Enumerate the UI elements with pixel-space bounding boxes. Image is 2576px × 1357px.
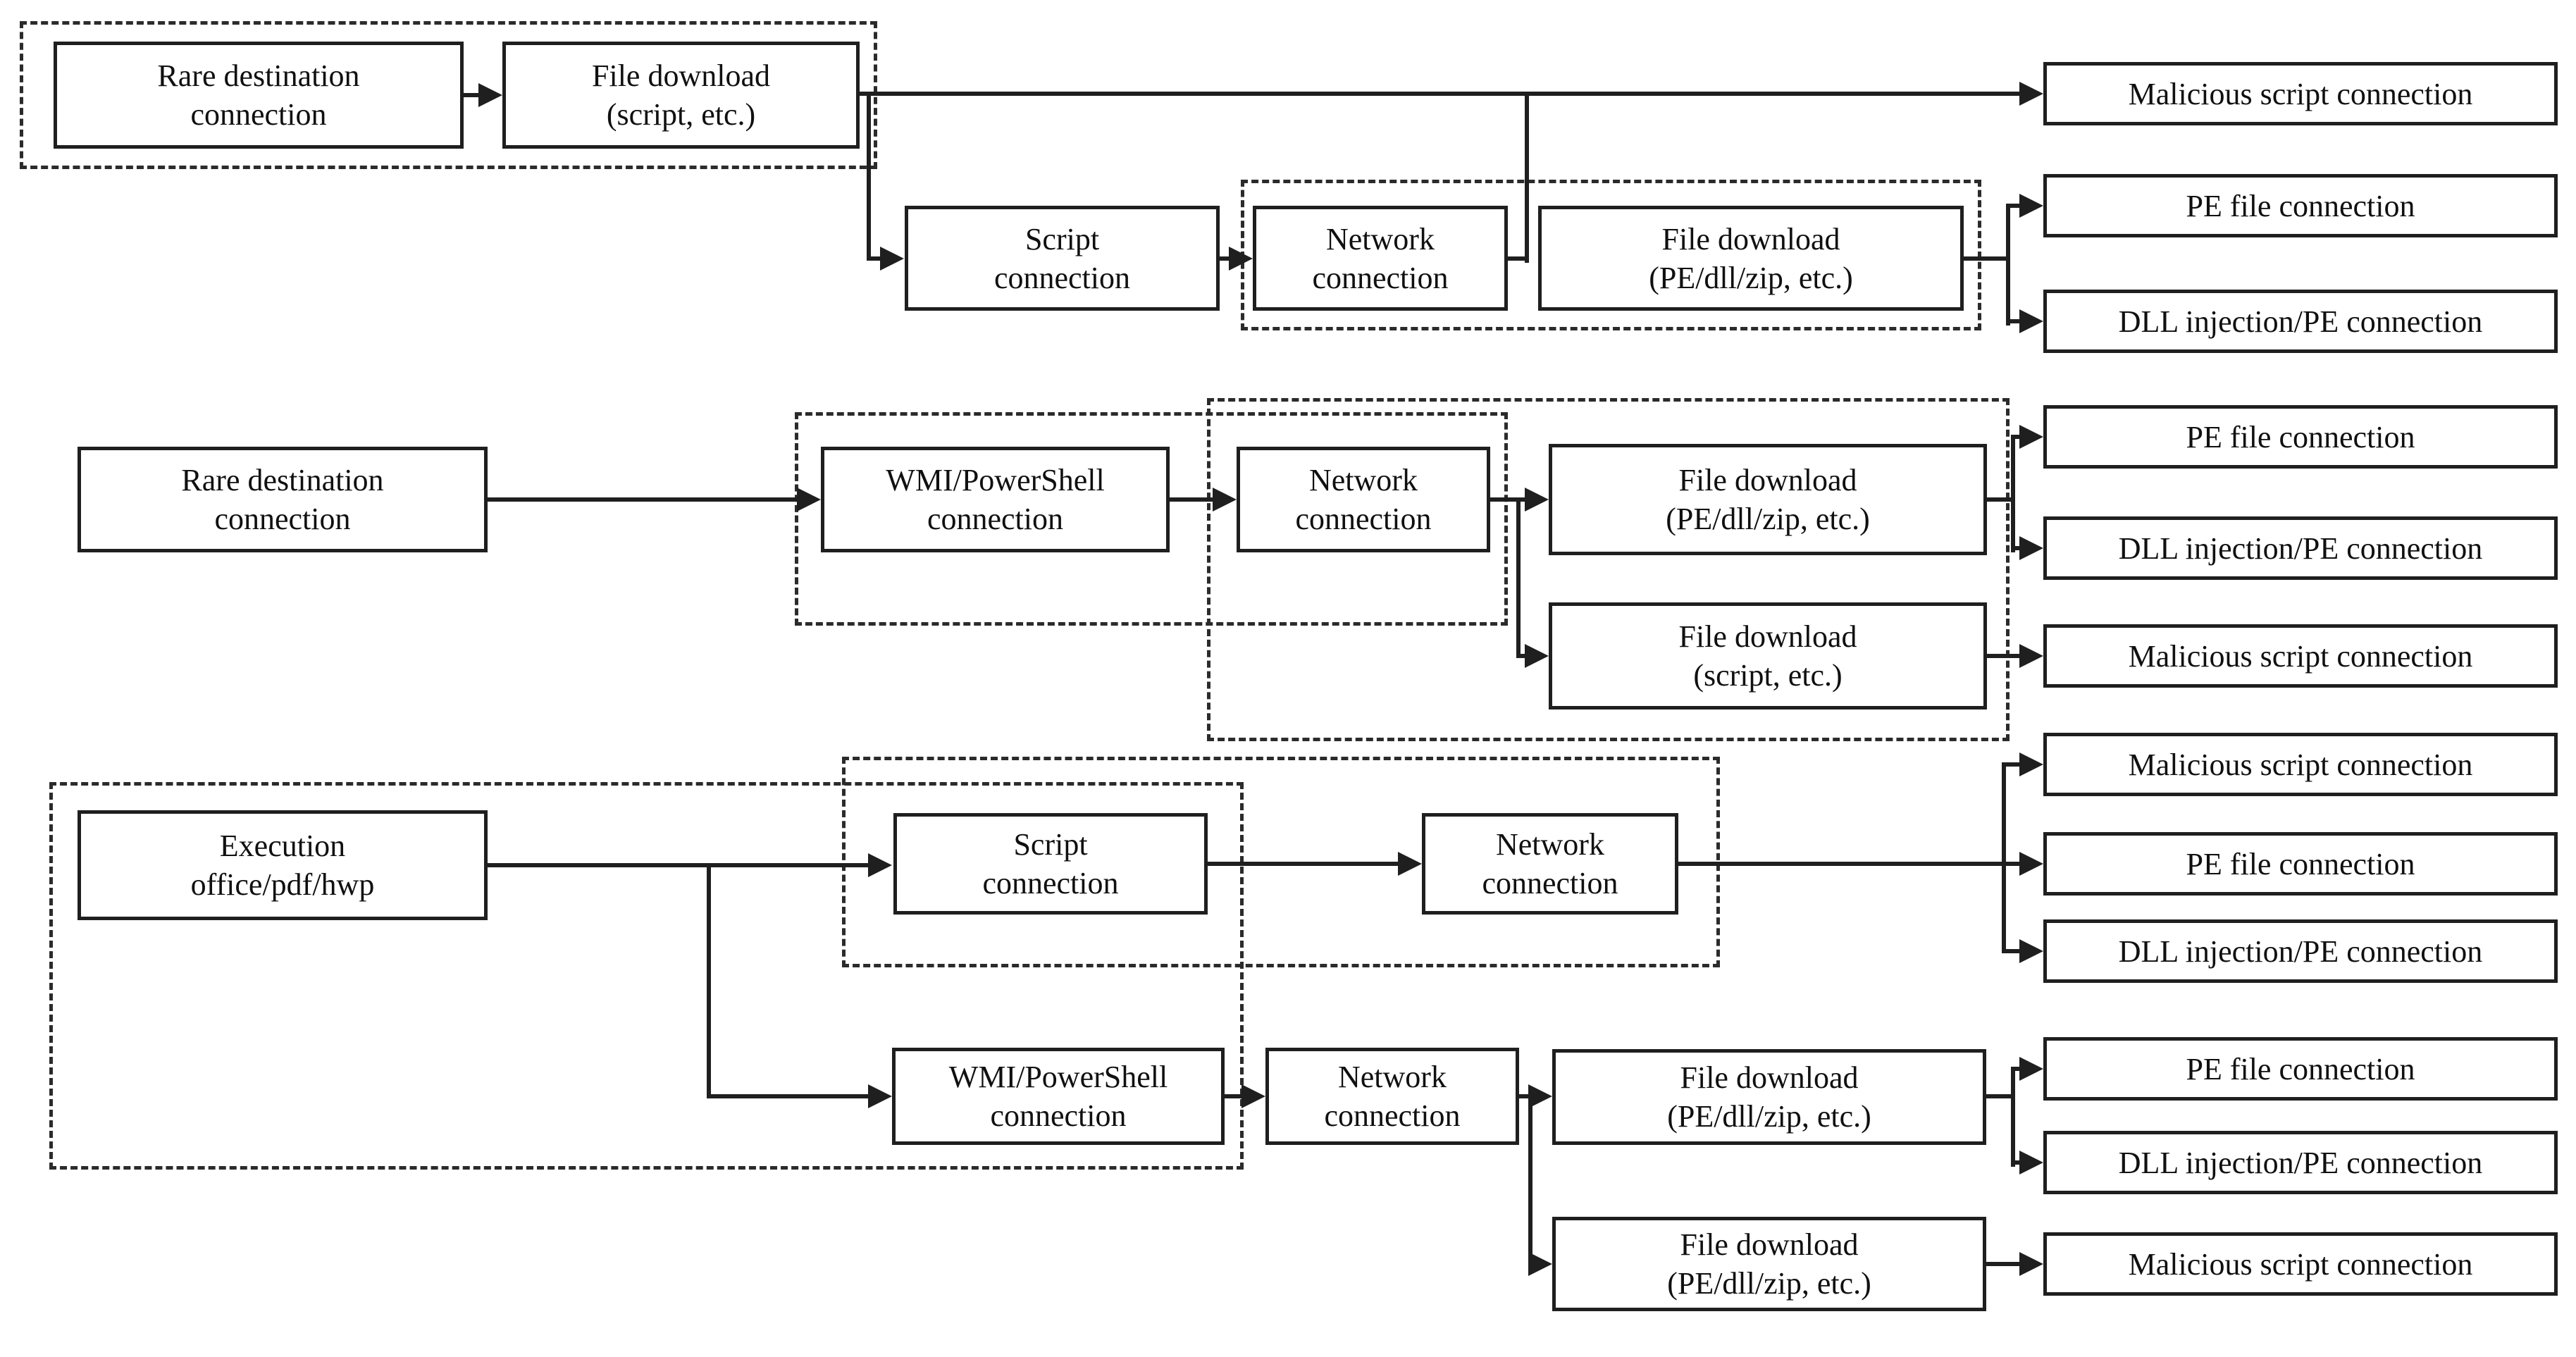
arrowhead-icon bbox=[880, 247, 904, 271]
node-malicious-script-connection-4: Malicious script connection bbox=[2043, 1232, 2558, 1296]
arrowhead-icon bbox=[868, 1084, 892, 1108]
node-dll-injection-pe-connection-4: DLL injection/PE connection bbox=[2043, 1131, 2558, 1194]
connector-line bbox=[2015, 546, 2019, 550]
node-pe-file-connection-1: PE file connection bbox=[2043, 174, 2558, 237]
node-wmi-powershell-connection-1: WMI/PowerShell connection bbox=[821, 447, 1170, 552]
node-network-connection-2: Network connection bbox=[1237, 447, 1490, 552]
node-dll-injection-pe-connection-2: DLL injection/PE connection bbox=[2043, 516, 2558, 580]
node-execution-office-pdf-hwp: Execution office/pdf/hwp bbox=[78, 810, 488, 920]
node-malicious-script-connection-1: Malicious script connection bbox=[2043, 62, 2558, 125]
node-script-connection-2: Script connection bbox=[893, 813, 1208, 915]
node-file-download-pe-2: File download (PE/dll/zip, etc.) bbox=[1549, 444, 1987, 555]
connector-line bbox=[2006, 762, 2019, 767]
connector-line bbox=[1508, 256, 1529, 261]
arrowhead-icon bbox=[1241, 1084, 1265, 1108]
arrowhead-icon bbox=[1528, 1252, 1552, 1276]
arrowhead-icon bbox=[2019, 536, 2043, 560]
connector-line bbox=[1964, 256, 2006, 261]
connector-line bbox=[2010, 319, 2019, 323]
connector-line bbox=[1220, 256, 1229, 261]
connector-line bbox=[488, 863, 868, 867]
node-pe-file-connection-4: PE file connection bbox=[2043, 1037, 2558, 1101]
connector-line bbox=[860, 92, 2019, 96]
arrowhead-icon bbox=[2019, 1252, 2043, 1276]
connector-line bbox=[2011, 435, 2015, 552]
connector-line bbox=[2002, 862, 2019, 866]
arrowhead-icon bbox=[797, 488, 821, 512]
connector-line bbox=[2002, 762, 2006, 953]
arrowhead-icon bbox=[868, 853, 892, 877]
connector-line bbox=[2006, 949, 2019, 953]
connector-line bbox=[2010, 204, 2019, 208]
arrowhead-icon bbox=[2019, 644, 2043, 668]
connector-line bbox=[1519, 1094, 1528, 1098]
connector-line bbox=[1208, 862, 1398, 866]
connector-line bbox=[464, 93, 478, 97]
node-dll-injection-pe-connection-3: DLL injection/PE connection bbox=[2043, 919, 2558, 983]
node-file-download-script-1: File download (script, etc.) bbox=[502, 42, 860, 149]
connector-line bbox=[1521, 654, 1525, 658]
arrowhead-icon bbox=[2019, 194, 2043, 218]
connector-line bbox=[1987, 497, 2011, 502]
node-network-connection-3: Network connection bbox=[1422, 813, 1678, 915]
node-file-download-script-2: File download (script, etc.) bbox=[1549, 602, 1987, 710]
arrowhead-icon bbox=[1525, 488, 1549, 512]
connector-line bbox=[2006, 204, 2010, 326]
connector-line bbox=[1525, 92, 1529, 263]
connector-line bbox=[2011, 1067, 2015, 1167]
connector-line bbox=[1986, 1094, 2011, 1098]
connector-line bbox=[2015, 1067, 2019, 1071]
group-execution-row3 bbox=[49, 782, 1244, 1170]
connector-line bbox=[1528, 1096, 1532, 1266]
arrowhead-icon bbox=[1229, 247, 1253, 271]
connector-line bbox=[2015, 435, 2019, 439]
node-wmi-powershell-connection-2: WMI/PowerShell connection bbox=[892, 1048, 1225, 1145]
arrowhead-icon bbox=[2019, 1151, 2043, 1175]
connector-line bbox=[867, 92, 871, 261]
node-script-connection-1: Script connection bbox=[905, 206, 1220, 311]
connector-line bbox=[1986, 1262, 2019, 1266]
arrowhead-icon bbox=[2019, 752, 2043, 776]
connector-line bbox=[1678, 862, 2002, 866]
node-pe-file-connection-3: PE file connection bbox=[2043, 832, 2558, 896]
node-pe-file-connection-2: PE file connection bbox=[2043, 405, 2558, 469]
arrowhead-icon bbox=[1525, 644, 1549, 668]
arrowhead-icon bbox=[2019, 852, 2043, 876]
node-network-connection-4: Network connection bbox=[1265, 1048, 1519, 1145]
arrowhead-icon bbox=[2019, 1057, 2043, 1081]
connector-line bbox=[869, 256, 880, 261]
connector-line bbox=[707, 863, 711, 1098]
arrowhead-icon bbox=[2019, 939, 2043, 963]
connector-line bbox=[1170, 497, 1213, 502]
connector-line bbox=[1516, 497, 1521, 658]
arrowhead-icon bbox=[2019, 82, 2043, 106]
arrowhead-icon bbox=[478, 83, 502, 107]
node-file-download-pe-1: File download (PE/dll/zip, etc.) bbox=[1538, 206, 1964, 311]
node-malicious-script-connection-3: Malicious script connection bbox=[2043, 733, 2558, 796]
node-file-download-pe-3: File download (PE/dll/zip, etc.) bbox=[1552, 1049, 1986, 1145]
connector-line bbox=[1987, 654, 2019, 658]
node-rare-destination-connection-2: Rare destination connection bbox=[78, 447, 488, 552]
node-malicious-script-connection-2: Malicious script connection bbox=[2043, 624, 2558, 688]
node-file-download-pe-4: File download (PE/dll/zip, etc.) bbox=[1552, 1217, 1986, 1311]
arrowhead-icon bbox=[1398, 852, 1422, 876]
connector-line bbox=[2015, 1160, 2019, 1165]
connector-line bbox=[488, 497, 797, 502]
arrowhead-icon bbox=[2019, 425, 2043, 449]
group-network-filedownloads-row2 bbox=[1207, 398, 2010, 741]
connector-line bbox=[1490, 497, 1525, 502]
group-wmi-network-row2 bbox=[795, 412, 1508, 626]
arrowhead-icon bbox=[2019, 309, 2043, 333]
node-network-connection-1: Network connection bbox=[1253, 206, 1508, 311]
node-dll-injection-pe-connection-1: DLL injection/PE connection bbox=[2043, 290, 2558, 353]
connector-line bbox=[709, 1094, 868, 1098]
node-rare-destination-connection-1: Rare destination connection bbox=[54, 42, 464, 149]
connector-line bbox=[1225, 1094, 1241, 1098]
arrowhead-icon bbox=[1213, 488, 1237, 512]
